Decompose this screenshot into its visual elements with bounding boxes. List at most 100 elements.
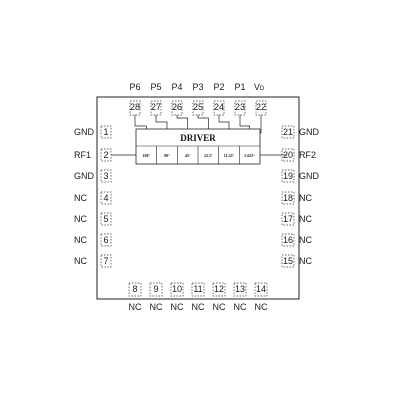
control-wire: [239, 115, 251, 129]
bottom-signal-label: NC: [150, 302, 163, 312]
top-signal-label: VD: [254, 82, 265, 92]
supply-wire: [260, 115, 262, 134]
right-pin-number: 20: [283, 150, 293, 160]
bottom-pin-number: 8: [132, 284, 137, 294]
right-signal-label: RF2: [299, 150, 316, 160]
left-signal-label: NC: [74, 235, 87, 245]
bottom-pin-pad: [149, 282, 163, 297]
top-pin-number: 28: [130, 102, 140, 112]
right-pin-pad: [281, 212, 295, 226]
right-signal-label: NC: [299, 235, 312, 245]
left-pin-pad: [100, 191, 112, 205]
right-signal-label: GND: [299, 171, 320, 181]
right-signal-label: NC: [299, 214, 312, 224]
right-pin-number: 21: [283, 127, 293, 137]
left-pin-number: 7: [103, 256, 108, 266]
top-pin-number: 27: [151, 102, 161, 112]
bottom-pin-pad: [191, 282, 205, 297]
bottom-signal-label: NC: [171, 302, 184, 312]
right-pin-pad: [281, 148, 295, 162]
driver-label: DRIVER: [180, 133, 216, 143]
bottom-pin-number: 9: [153, 284, 158, 294]
control-wire: [155, 115, 168, 129]
control-wire: [176, 115, 189, 129]
bottom-pin-pad: [233, 282, 247, 297]
right-pin-pad: [281, 233, 295, 247]
bottom-pin-number: 13: [235, 284, 245, 294]
left-pin-pad: [100, 212, 112, 226]
top-signal-label: P5: [150, 82, 161, 92]
bottom-pin-pad: [212, 282, 226, 297]
bottom-pin-number: 14: [256, 284, 266, 294]
right-signal-label: NC: [299, 193, 312, 203]
left-pin-number: 1: [103, 127, 108, 137]
left-pin-pad: [100, 125, 112, 139]
left-pin-number: 2: [103, 150, 108, 160]
right-pin-number: 18: [283, 193, 293, 203]
left-pin-number: 5: [103, 214, 108, 224]
bottom-signal-label: NC: [129, 302, 142, 312]
top-signal-label: P6: [129, 82, 140, 92]
right-pin-pad: [281, 254, 295, 268]
bit-weight-label: 11.25°: [224, 153, 235, 158]
package-outline: [96, 96, 300, 300]
bottom-pin-pad: [128, 282, 142, 297]
bit-weight-label: 22.5°: [204, 153, 213, 158]
left-pin-pad: [100, 254, 112, 268]
top-pin-number: 26: [172, 102, 182, 112]
bottom-signal-label: NC: [213, 302, 226, 312]
bottom-pin-pad: [254, 282, 268, 297]
right-pin-pad: [281, 191, 295, 205]
bottom-pin-number: 10: [172, 284, 182, 294]
bit-weight-label: 180°: [143, 153, 151, 158]
left-pin-pad: [100, 169, 112, 183]
right-pin-pad: [281, 125, 295, 139]
top-signal-label: P4: [171, 82, 182, 92]
top-pin-number: 22: [256, 102, 266, 112]
control-wires: [134, 115, 262, 134]
right-signal-label: NC: [299, 256, 312, 266]
top-pins: P6 28 P5 27 P4 26 P3 25 P2 24 P1 23 VD 22: [129, 82, 267, 116]
right-pin-pad: [281, 169, 295, 183]
left-pin-number: 4: [103, 193, 108, 203]
right-pin-number: 16: [283, 235, 293, 245]
left-signal-label: GND: [74, 171, 95, 181]
left-pin-number: 6: [103, 235, 108, 245]
bit-weight-label: 5.625°: [244, 153, 255, 158]
right-signal-label: GND: [299, 127, 320, 137]
left-pin-number: 3: [103, 171, 108, 181]
left-signal-label: RF1: [74, 150, 91, 160]
right-pin-number: 17: [283, 214, 293, 224]
bit-weight-label: 45°: [185, 153, 191, 158]
bottom-pin-number: 12: [214, 284, 224, 294]
left-signal-label: NC: [74, 256, 87, 266]
bottom-signal-label: NC: [255, 302, 268, 312]
control-wire: [197, 115, 209, 129]
left-pin-pad: [100, 148, 112, 162]
top-pin-number: 24: [214, 102, 224, 112]
right-pin-number: 19: [283, 171, 293, 181]
bottom-signal-label: NC: [192, 302, 205, 312]
top-pin-number: 25: [193, 102, 203, 112]
top-signal-label: P2: [213, 82, 224, 92]
right-pin-number: 15: [283, 256, 293, 266]
bit-weight-label: 90°: [164, 153, 170, 158]
top-signal-subscript: D: [260, 86, 265, 92]
bottom-pin-pad: [170, 282, 184, 297]
left-pin-pad: [100, 233, 112, 247]
left-signal-label: NC: [74, 214, 87, 224]
left-signal-label: NC: [74, 193, 87, 203]
top-pin-number: 23: [235, 102, 245, 112]
bottom-signal-label: NC: [234, 302, 247, 312]
control-wire: [218, 115, 230, 129]
top-signal-label: P1: [234, 82, 245, 92]
top-signal-label: P3: [192, 82, 203, 92]
control-wire: [134, 115, 147, 129]
driver-bit-cells: 180° 90° 45° 22.5° 11.25° 5.625°: [143, 146, 255, 164]
bottom-pin-number: 11: [193, 284, 202, 294]
